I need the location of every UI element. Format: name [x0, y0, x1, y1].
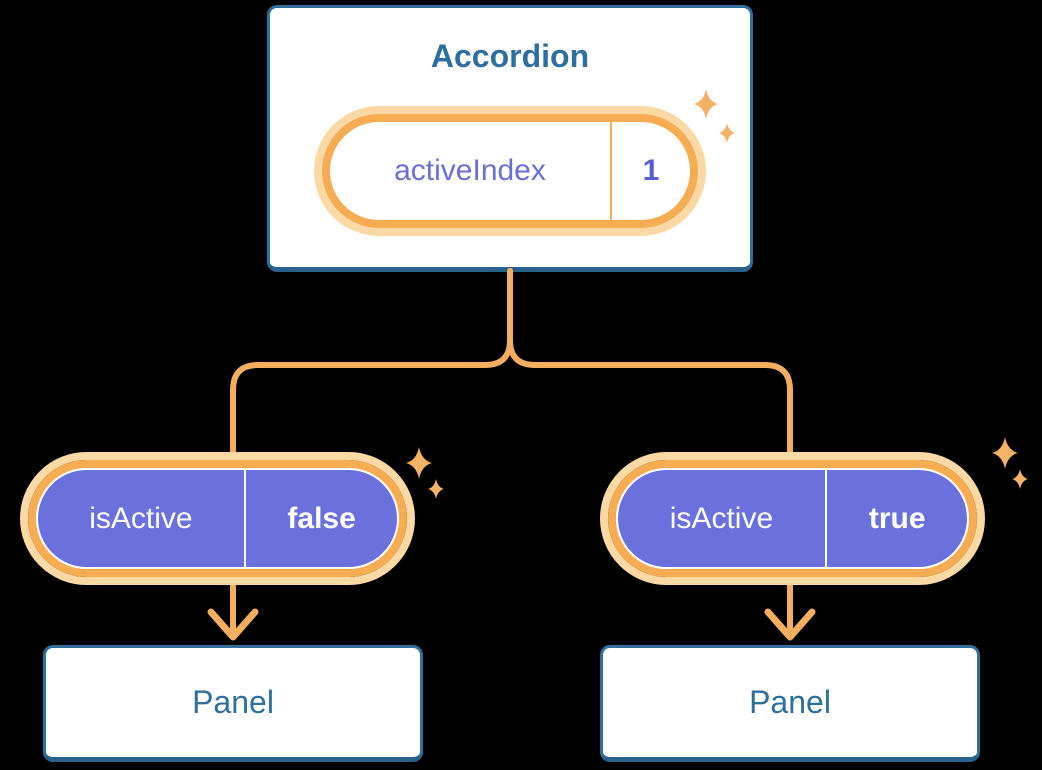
- state-pill-activeindex: activeIndex 1: [314, 106, 706, 236]
- pill-divider: [824, 470, 828, 567]
- prop-pill-label: isActive: [89, 501, 193, 535]
- pill-divider: [610, 122, 612, 220]
- sparkle-icon: [428, 479, 444, 499]
- panel-title: Panel: [749, 684, 831, 720]
- accordion-title: Accordion: [430, 38, 590, 74]
- prop-pill-ring: isActive true: [608, 460, 977, 577]
- prop-pill-value: false: [287, 501, 356, 535]
- sparkle-icon: [992, 437, 1018, 469]
- panel-component-box-right: Panel: [600, 645, 980, 762]
- state-pill-value: 1: [642, 154, 660, 187]
- state-pill-body: activeIndex 1: [330, 122, 690, 220]
- sparkle-icon: [406, 447, 432, 479]
- prop-pill-body: isActive true: [616, 468, 969, 569]
- prop-pill-isactive-true: isActive true: [600, 452, 985, 585]
- state-pill-label: activeIndex: [394, 154, 546, 187]
- prop-pill-isactive-false: isActive false: [20, 452, 415, 585]
- panel-component-box-left: Panel: [43, 645, 423, 762]
- arrow-down-icon: [207, 608, 259, 641]
- sparkle-icon: [1012, 469, 1028, 489]
- state-pill-ring: activeIndex 1: [322, 114, 698, 228]
- prop-pill-body: isActive false: [36, 468, 399, 569]
- prop-pill-ring: isActive false: [28, 460, 407, 577]
- panel-title: Panel: [192, 684, 274, 720]
- arrow-down-icon: [764, 608, 816, 641]
- prop-pill-value: true: [868, 501, 926, 535]
- prop-pill-label: isActive: [669, 501, 774, 535]
- accordion-component-box: Accordion activeIndex 1: [267, 5, 753, 272]
